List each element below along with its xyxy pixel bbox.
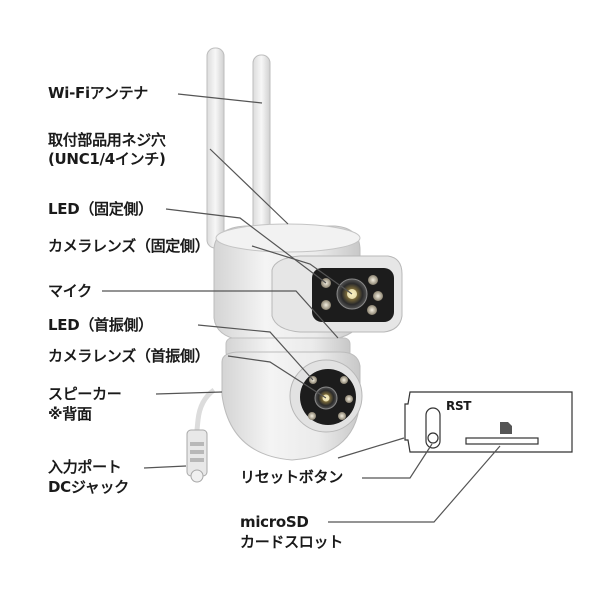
- label-tripod-screw-line1: 取付部品用ネジ穴: [48, 131, 166, 149]
- leader-lens-pan: [227, 355, 327, 399]
- leader-sd: [328, 445, 501, 523]
- sd-slot: [465, 437, 539, 445]
- leader-led-fixed: [165, 208, 327, 284]
- leader-inset: [337, 437, 405, 459]
- label-speaker-line2: ※背面: [48, 405, 92, 423]
- label-reset-button: リセットボタン: [240, 468, 343, 486]
- reset-button: [427, 432, 439, 444]
- led-pan-5: [308, 412, 316, 420]
- sd-card-icon: [500, 422, 512, 434]
- leader-wifi: [177, 93, 263, 104]
- label-wifi-antenna: Wi-Fiアンテナ: [48, 84, 149, 102]
- inset-panel: [404, 391, 573, 453]
- label-lens-pan: カメラレンズ（首振側）: [48, 347, 210, 365]
- led-fixed-5: [367, 305, 377, 315]
- leader-screw: [209, 148, 289, 225]
- label-led-fixed: LED（固定側）: [48, 200, 153, 218]
- label-lens-fixed: カメラレンズ（固定側）: [48, 237, 210, 255]
- leader-mic: [102, 290, 339, 339]
- led-pan-2: [340, 376, 348, 384]
- led-fixed-4: [373, 291, 383, 301]
- antenna-right: [252, 54, 271, 246]
- label-sd-line1: microSD: [240, 513, 309, 531]
- label-speaker-line1: スピーカー: [48, 385, 122, 403]
- leader-lens-fixed: [251, 245, 353, 295]
- label-mic: マイク: [48, 282, 92, 300]
- leader-led-pan: [197, 324, 314, 381]
- label-rst: RST: [446, 399, 472, 413]
- top-cap: [215, 223, 361, 253]
- label-led-pan: LED（首振側）: [48, 316, 153, 334]
- led-fixed-3: [368, 275, 378, 285]
- label-power-line2: DCジャック: [48, 478, 129, 496]
- led-pan-3: [345, 395, 353, 403]
- label-sd-line2: カードスロット: [240, 533, 343, 551]
- led-pan-4: [338, 412, 346, 420]
- leader-reset: [362, 443, 433, 479]
- label-power-line1: 入力ポート: [48, 458, 122, 476]
- leader-speaker: [155, 391, 223, 395]
- leader-power: [143, 465, 187, 469]
- label-tripod-screw-line2: (UNC1/4インチ): [48, 150, 166, 168]
- antenna-left: [206, 47, 225, 249]
- led-fixed-2: [321, 300, 331, 310]
